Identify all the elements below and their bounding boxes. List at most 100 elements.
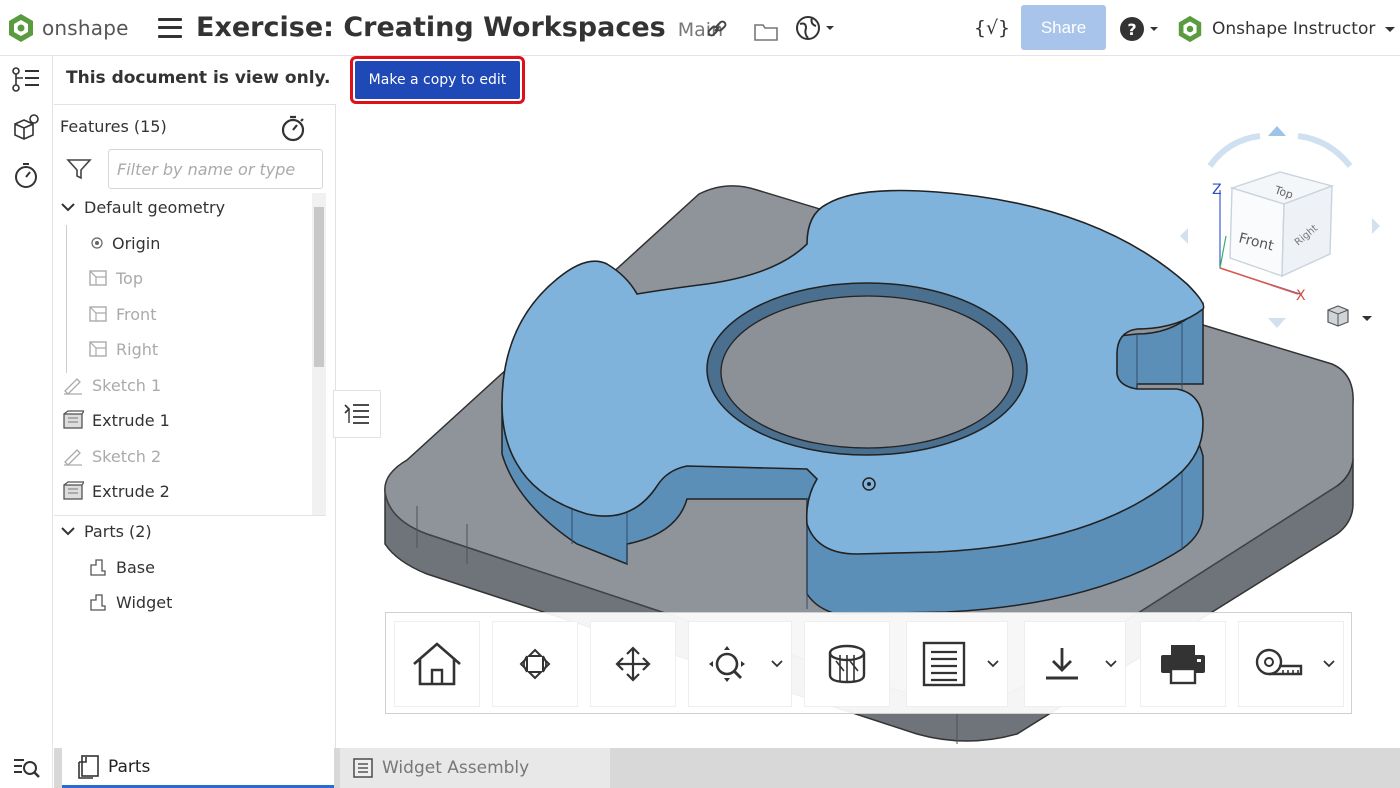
make-copy-button-highlight: Make a copy to edit [350, 56, 525, 104]
chevron-down-icon[interactable] [1321, 658, 1337, 670]
zoom-icon [709, 646, 745, 682]
folder-icon[interactable] [752, 18, 780, 44]
home-icon [413, 642, 461, 686]
user-avatar-icon [1178, 15, 1202, 43]
onshape-logo-icon [9, 13, 33, 42]
tree-item-top-plane[interactable]: Top [88, 261, 143, 295]
search-tree-icon[interactable] [12, 754, 40, 784]
arrow-right-icon[interactable] [1372, 218, 1380, 234]
pan-view-button[interactable] [590, 621, 676, 707]
tree-default-geometry[interactable]: Default geometry [60, 190, 225, 224]
arrow-up-icon[interactable] [1268, 126, 1286, 136]
help-icon[interactable]: ? [1118, 14, 1162, 44]
widget-part[interactable] [501, 189, 1205, 615]
onshape-logo[interactable]: onshape [6, 12, 146, 44]
chevron-down-icon[interactable] [1103, 658, 1119, 670]
variables-icon[interactable]: {√} [973, 17, 1011, 39]
tree-item-right-plane[interactable]: Right [88, 332, 158, 366]
assembly-icon [353, 758, 373, 778]
view-only-notice: This document is view only. [66, 68, 331, 88]
feature-list-icon[interactable] [10, 64, 42, 96]
tape-measure-icon [1255, 648, 1303, 676]
tree-item-sketch-2[interactable]: Sketch 2 [62, 439, 161, 473]
plane-icon [89, 270, 107, 286]
make-copy-button[interactable]: Make a copy to edit [355, 61, 520, 99]
part-studio-icon [78, 754, 99, 779]
plane-icon [89, 306, 107, 322]
display-mode-button[interactable] [906, 621, 1008, 707]
cube[interactable]: Top Front Right [1229, 171, 1335, 278]
filter-input[interactable] [108, 149, 323, 189]
sketch-icon [64, 449, 82, 466]
rotate-view-button[interactable] [492, 621, 578, 707]
top-bar: onshape Exercise: Creating Workspaces Ma… [0, 0, 1400, 56]
extrude-icon [63, 410, 84, 429]
home-view-button[interactable] [394, 621, 480, 707]
tree-parts-header[interactable]: Parts (2) [60, 514, 152, 548]
chevron-down-icon [61, 527, 75, 536]
tree-item-sketch-1[interactable]: Sketch 1 [62, 368, 161, 402]
user-name: Onshape Instructor [1212, 19, 1376, 39]
feature-panel: Features (15) Default geometry Origin To… [54, 104, 336, 748]
zoom-view-button[interactable] [688, 621, 792, 707]
chevron-down-icon [61, 203, 75, 212]
arrow-left-icon[interactable] [1180, 228, 1188, 244]
tree-guide-line [66, 225, 67, 373]
scrollbar-thumb[interactable] [314, 207, 324, 367]
sketch-icon [64, 378, 82, 395]
tab-parts[interactable]: Parts [62, 748, 334, 788]
tree-item-front-plane[interactable]: Front [88, 297, 156, 331]
tree-item-extrude-2[interactable]: Extrude 2 [62, 474, 170, 508]
view-cube[interactable]: Top Front Right Z X [1170, 118, 1390, 338]
part-item-base[interactable]: Base [88, 550, 155, 584]
tree-scrollbar[interactable] [312, 193, 326, 515]
share-button[interactable]: Share [1021, 5, 1106, 50]
chevron-down-icon[interactable] [985, 658, 1001, 670]
download-icon [1046, 648, 1078, 680]
plane-icon [89, 341, 107, 357]
panel-divider [54, 515, 326, 516]
extrude-icon [63, 481, 84, 500]
section-view-button[interactable] [804, 621, 890, 707]
axis-z-label: Z [1212, 182, 1222, 198]
measure-button[interactable] [1238, 621, 1344, 707]
section-view-icon [828, 644, 866, 684]
chevron-down-icon [1385, 27, 1396, 32]
svg-text:?: ? [1127, 20, 1136, 39]
cad-model[interactable] [337, 104, 1400, 748]
print-button[interactable] [1140, 621, 1226, 707]
axis-x-label: X [1296, 288, 1306, 304]
part-item-widget[interactable]: Widget [88, 585, 172, 619]
tab-widget-assembly[interactable]: Widget Assembly [340, 748, 610, 788]
link-icon[interactable] [704, 16, 730, 42]
rotate-icon [519, 648, 551, 680]
parts-cube-icon[interactable] [10, 112, 42, 144]
cube-menu-icon[interactable] [1327, 305, 1372, 327]
cube-face-top[interactable]: Top [1272, 183, 1295, 201]
main-menu-icon[interactable] [158, 17, 182, 38]
tree-item-extrude-1[interactable]: Extrude 1 [62, 403, 170, 437]
left-icon-rail [0, 56, 53, 788]
pan-icon [615, 646, 651, 682]
user-menu[interactable]: Onshape Instructor [1176, 14, 1397, 44]
tree-item-origin[interactable]: Origin [90, 226, 160, 260]
export-button[interactable] [1024, 621, 1126, 707]
display-mode-icon [922, 641, 966, 687]
tab-bar: Parts Widget Assembly [54, 748, 1400, 788]
arrow-down-icon[interactable] [1268, 318, 1286, 328]
part-icon [90, 594, 106, 611]
globe-icon[interactable] [794, 14, 838, 42]
features-header: Features (15) [60, 117, 167, 136]
document-title[interactable]: Exercise: Creating Workspaces [196, 12, 666, 43]
brand-name: onshape [42, 15, 129, 40]
history-stopwatch-icon[interactable] [10, 160, 42, 192]
print-icon [1161, 645, 1205, 685]
rollback-stopwatch-icon[interactable] [280, 115, 306, 147]
view-toolbar [385, 612, 1352, 714]
toggle-list-icon[interactable] [333, 390, 381, 438]
part-icon [90, 559, 106, 576]
chevron-down-icon[interactable] [769, 658, 785, 670]
filter-icon[interactable] [66, 157, 92, 185]
origin-icon [91, 237, 103, 249]
